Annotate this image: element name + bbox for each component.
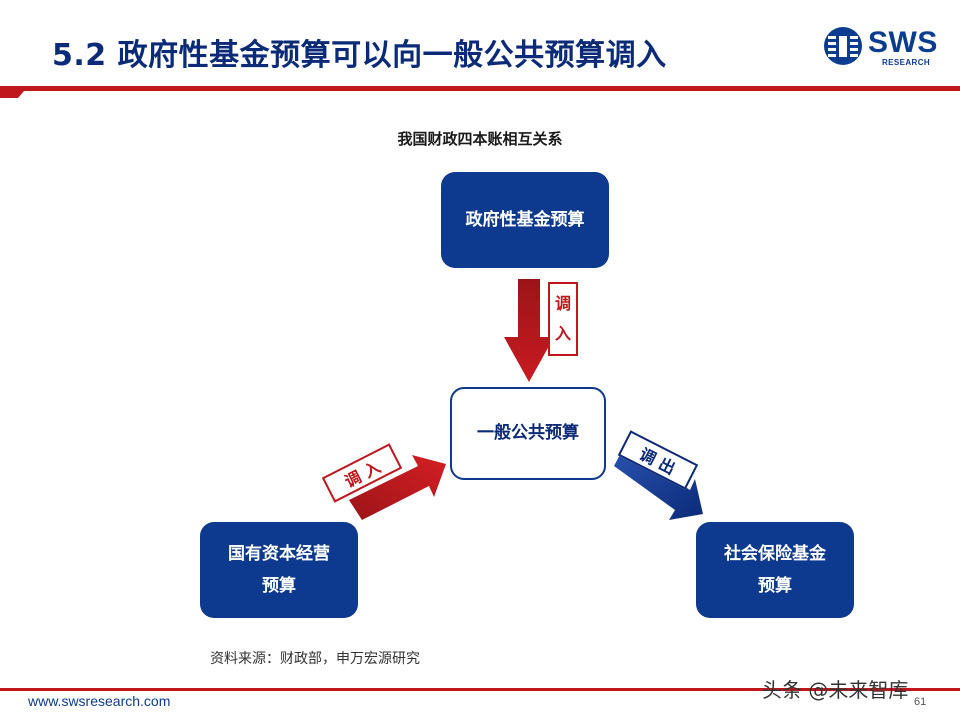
- footer-divider: [0, 688, 960, 691]
- source-note: 资料来源：财政部，申万宏源研究: [210, 651, 420, 667]
- node-general-public-budget: 一般公共预算: [450, 387, 606, 480]
- arrow-state-to-general: [349, 455, 446, 520]
- sws-logo-icon: [824, 27, 862, 65]
- node-social-insurance-label-line2: 预算: [758, 576, 792, 596]
- node-social-insurance-budget: 社会保险基金 预算: [696, 522, 854, 618]
- diagram-title: 我国财政四本账相互关系: [397, 130, 563, 148]
- node-general-public-label: 一般公共预算: [477, 423, 579, 444]
- page-title: 5.2 政府性基金预算可以向一般公共预算调入: [52, 38, 667, 73]
- node-state-capital-label-line2: 预算: [262, 576, 296, 596]
- node-state-capital-label-line1: 国有资本经营: [228, 543, 330, 564]
- footer-url-link[interactable]: www.swsresearch.com: [28, 693, 171, 709]
- logo-text: SWS: [868, 26, 938, 59]
- edge-label-transfer-in-top: 调 入: [548, 282, 578, 356]
- page-number: 61: [914, 696, 927, 708]
- arrow-general-to-social: [614, 447, 703, 520]
- node-state-capital-budget: 国有资本经营 预算: [200, 522, 358, 618]
- edge-label-top-char2: 入: [554, 324, 571, 343]
- logo-subtext: RESEARCH: [882, 58, 931, 67]
- node-social-insurance-label-line1: 社会保险基金: [724, 543, 826, 564]
- title-underline: [0, 86, 960, 98]
- watermark: 头条 @未来智库: [762, 678, 909, 702]
- arrow-gov-to-general: [504, 279, 554, 382]
- edge-label-top-char1: 调: [554, 294, 571, 313]
- node-government-fund-budget: 政府性基金预算: [441, 172, 609, 268]
- node-government-fund-label: 政府性基金预算: [465, 209, 585, 230]
